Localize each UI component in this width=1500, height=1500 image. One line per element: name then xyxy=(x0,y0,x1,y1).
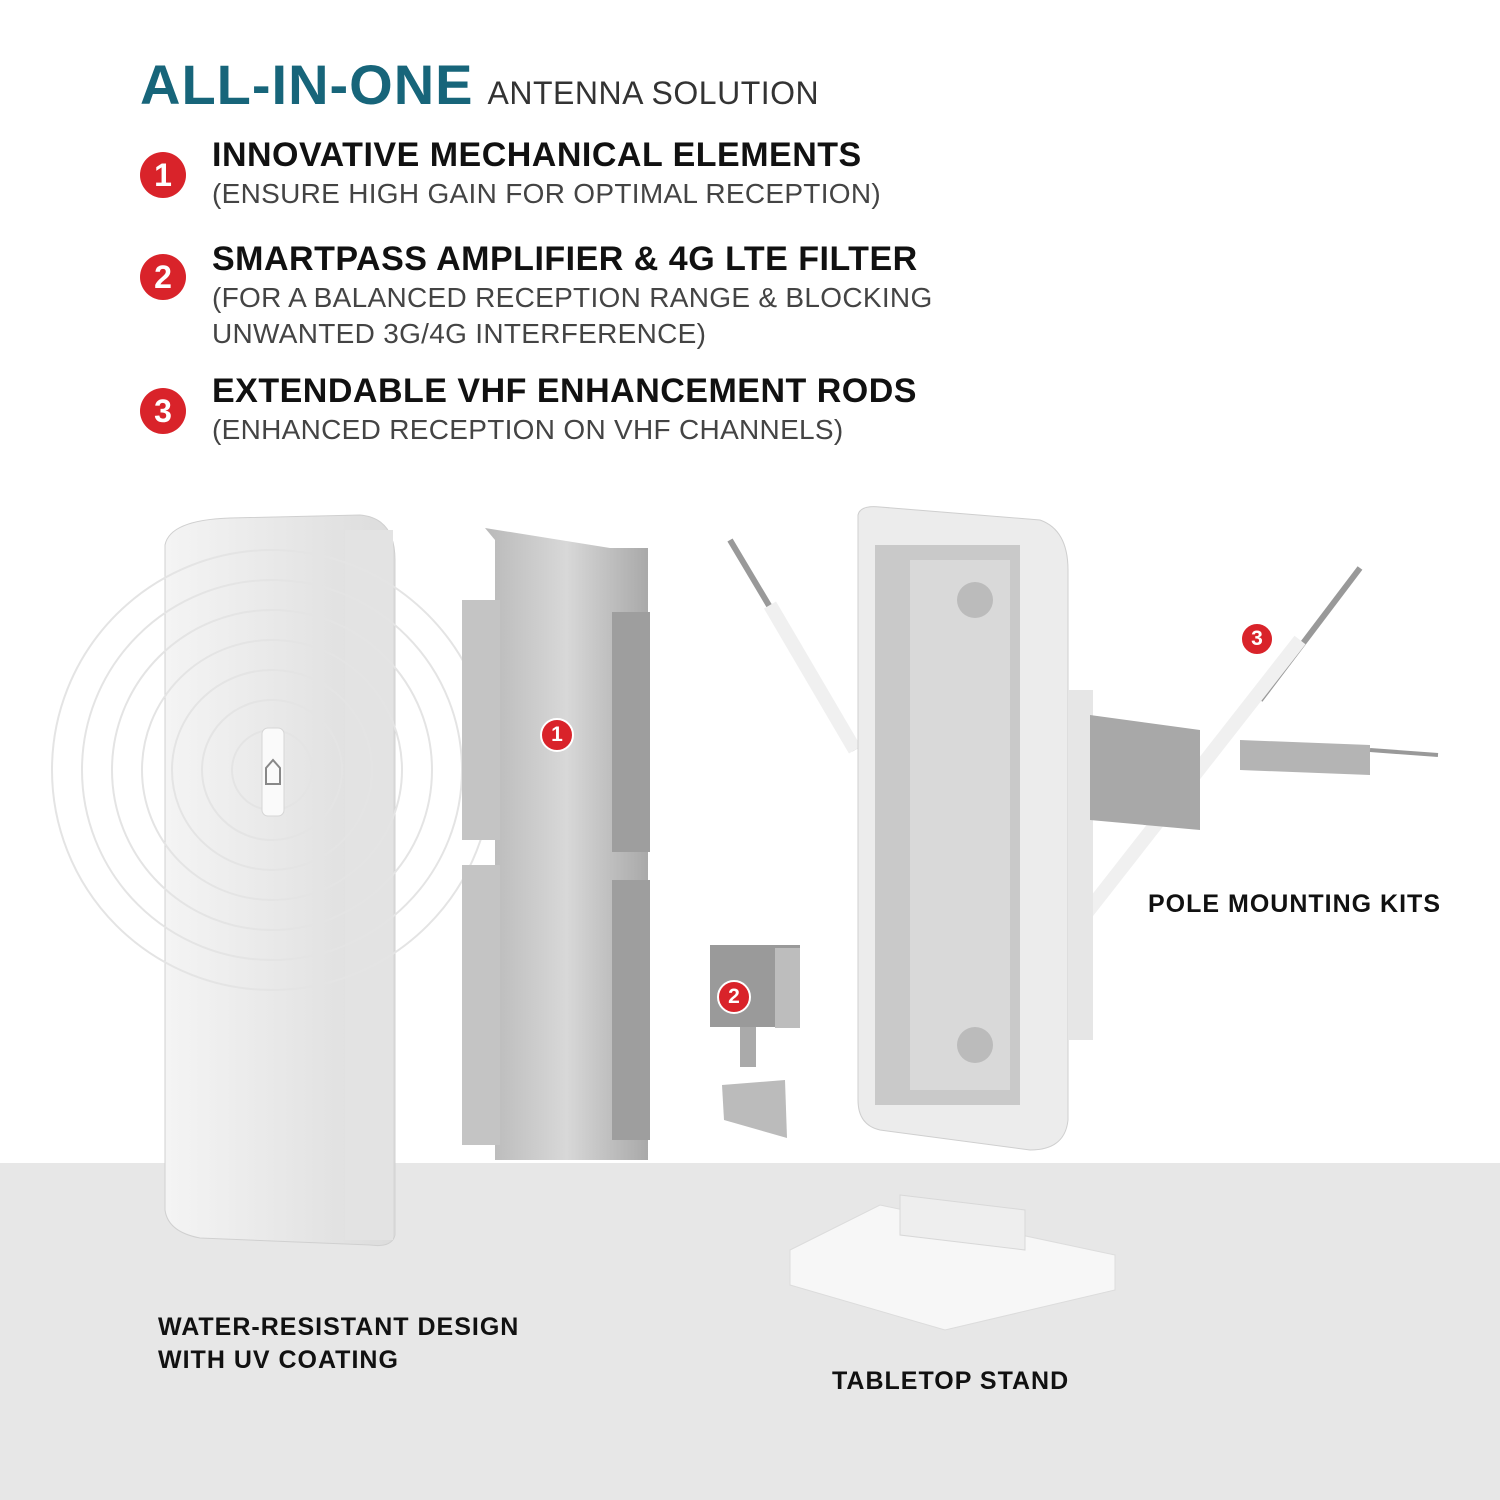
feature-desc: (FOR A BALANCED RECEPTION RANGE & BLOCKI… xyxy=(212,280,933,352)
feature-title: INNOVATIVE MECHANICAL ELEMENTS xyxy=(212,136,862,174)
feature-title: SMARTPASS AMPLIFIER & 4G LTE FILTER xyxy=(212,240,918,278)
amplifier-module xyxy=(710,945,800,1138)
part-badge-3: 3 xyxy=(1240,622,1274,656)
feature-desc-line: (FOR A BALANCED RECEPTION RANGE & BLOCKI… xyxy=(212,282,933,313)
feature-title: EXTENDABLE VHF ENHANCEMENT RODS xyxy=(212,372,917,410)
part-badge-1: 1 xyxy=(540,718,574,752)
callout-water-resistant: WATER-RESISTANT DESIGN WITH UV COATING xyxy=(158,1311,519,1377)
pole-mounting-bracket xyxy=(1068,690,1439,1040)
callout-line: WITH UV COATING xyxy=(158,1346,399,1374)
number-badge: 1 xyxy=(140,152,186,198)
metal-reflector xyxy=(462,528,650,1160)
page-title: ALL-IN-ONE ANTENNA SOLUTION xyxy=(140,52,819,117)
feature-desc: (ENSURE HIGH GAIN FOR OPTIMAL RECEPTION) xyxy=(212,178,882,209)
logo-icon xyxy=(265,758,281,785)
feature-desc: (ENHANCED RECEPTION ON VHF CHANNELS) xyxy=(212,414,844,445)
front-cover xyxy=(51,514,493,1246)
title-sub: ANTENNA SOLUTION xyxy=(487,75,820,111)
callout-tabletop-stand: TABLETOP STAND xyxy=(832,1367,1070,1395)
callout-pole-mounting: POLE MOUNTING KITS xyxy=(1148,890,1441,918)
number-badge: 2 xyxy=(140,254,186,300)
part-badge-2: 2 xyxy=(717,980,751,1014)
title-main: ALL-IN-ONE xyxy=(140,53,474,116)
callout-line: WATER-RESISTANT DESIGN xyxy=(158,1313,520,1341)
tabletop-stand xyxy=(789,1194,1116,1331)
number-badge: 3 xyxy=(140,388,186,434)
back-housing xyxy=(857,506,1069,1151)
feature-desc-line: UNWANTED 3G/4G INTERFERENCE) xyxy=(212,318,707,349)
